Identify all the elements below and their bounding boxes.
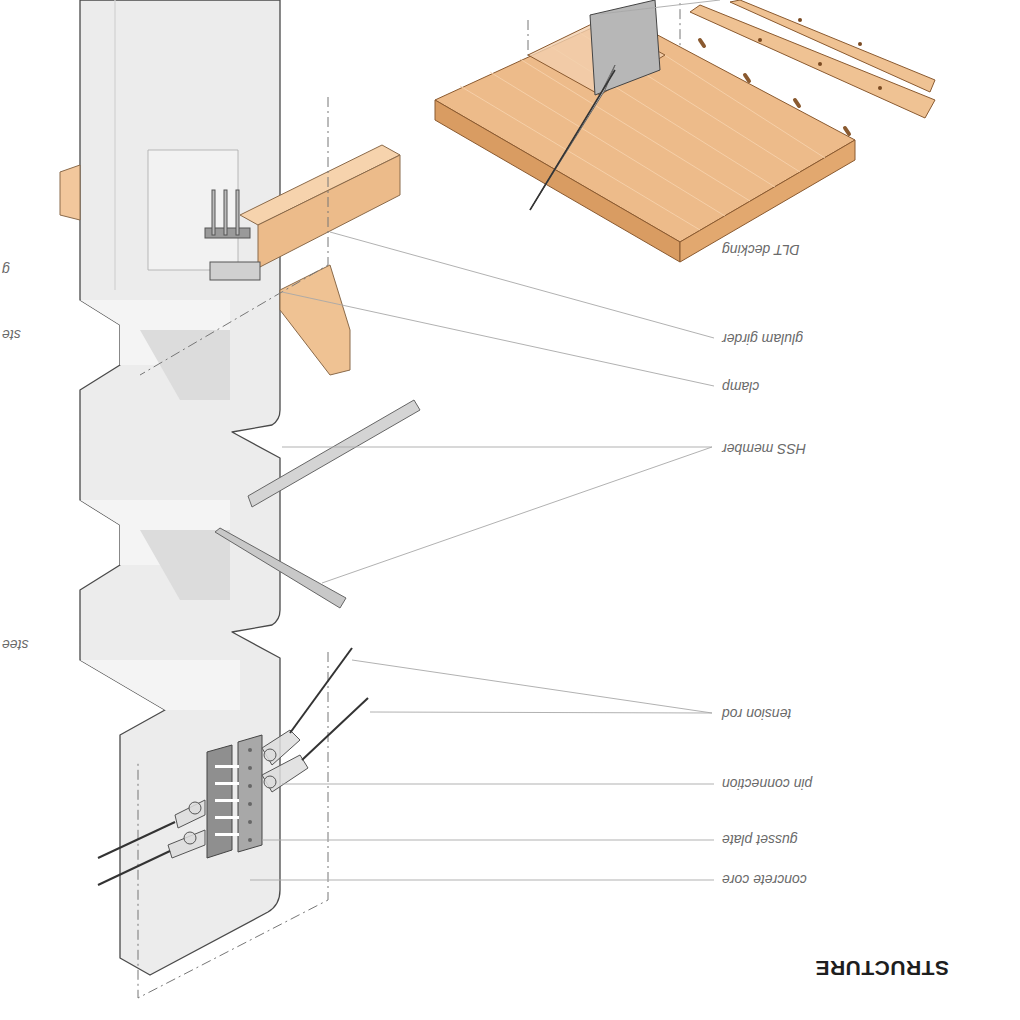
- part-label: ste: [2, 328, 21, 342]
- clamp: [205, 190, 260, 280]
- leader-line: [250, 0, 720, 880]
- part-label: gusset plate: [722, 833, 798, 847]
- gusset-plate: [207, 735, 262, 858]
- part-label: DLT decking: [722, 243, 800, 257]
- dlt-decking: [435, 0, 935, 262]
- pin-connection: [168, 730, 308, 858]
- part-label: tension rod: [722, 707, 791, 721]
- part-label: stee: [2, 638, 28, 652]
- part-label: clamp: [722, 380, 759, 394]
- tension-rod: [98, 648, 368, 885]
- title: STRUCTURE: [815, 958, 949, 979]
- concrete-core: [80, 0, 280, 975]
- part-label: concrete core: [722, 873, 807, 887]
- part-label: HSS member: [722, 442, 806, 456]
- part-label: glulam girder: [722, 332, 803, 346]
- hss-member: [215, 400, 420, 608]
- part-label: pin connection: [722, 777, 812, 791]
- glulam-girder: [60, 145, 400, 375]
- part-label: g: [2, 263, 10, 277]
